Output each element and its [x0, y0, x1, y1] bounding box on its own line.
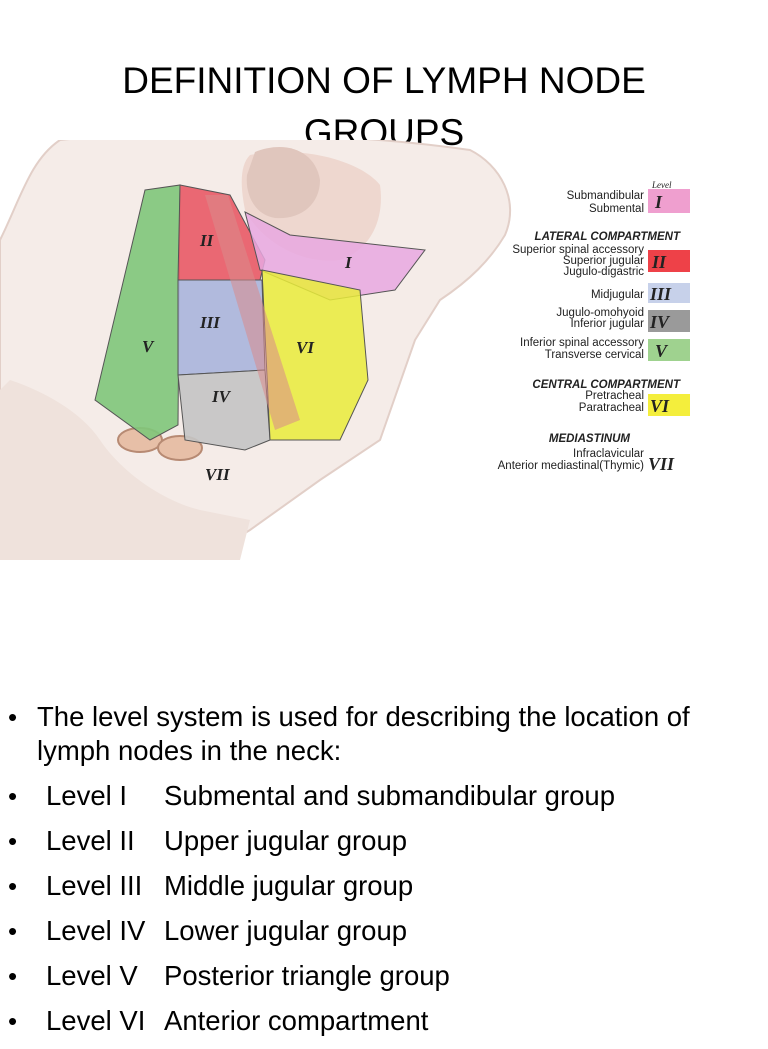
muscle-band: [205, 195, 300, 430]
level-ii-desc: Upper jugular group: [164, 825, 408, 856]
legend-swatch-i: [648, 189, 690, 213]
legend-heading-mediastinum: MEDIASTINUM: [549, 433, 631, 445]
legend-level-iv: IV: [649, 312, 671, 332]
bullet-level-vi: Level VI Anterior compartment: [8, 1004, 768, 1038]
region-label-iv: IV: [211, 387, 232, 406]
level-i-desc: Submental and submandibular group: [164, 780, 615, 811]
legend-iv-line2: Inferior jugular: [570, 318, 644, 330]
legend-vi-line1: Pretracheal: [585, 390, 644, 402]
ear-shape: [246, 147, 320, 219]
region-labels: II I III V VI IV VII: [142, 231, 353, 484]
level-v-desc: Posterior triangle group: [164, 960, 450, 991]
level-v-label: Level V: [46, 960, 138, 991]
bullet-level-iv: Level IV Lower jugular group: [8, 914, 768, 948]
legend-iii-line1: Midjugular: [591, 289, 644, 301]
region-label-ii: II: [199, 231, 215, 250]
legend-swatch-ii: [648, 250, 690, 272]
legend-swatch-vi: [648, 394, 690, 416]
title-line-1: DEFINITION OF LYMPH NODE: [122, 59, 646, 101]
legend: Level Submandibular Submental I LATERAL …: [498, 180, 690, 474]
legend-level-vi: VI: [650, 396, 670, 416]
level-vi-label: Level VI: [46, 1005, 146, 1036]
legend-vii-line1: Infraclavicular: [573, 448, 644, 460]
legend-level-iii: III: [649, 284, 672, 304]
region-label-v: V: [142, 337, 155, 356]
bullet-intro-text: The level system is used for describing …: [37, 701, 690, 766]
legend-swatch-iii: [648, 283, 690, 303]
legend-swatch-v: [648, 339, 690, 361]
clavicle-right: [157, 435, 203, 461]
legend-heading-lateral: LATERAL COMPARTMENT: [535, 231, 681, 243]
level-iii-desc: Middle jugular group: [164, 870, 414, 901]
legend-level-vii: VII: [648, 454, 675, 474]
region-label-vi: VI: [296, 338, 315, 357]
legend-heading-central: CENTRAL COMPARTMENT: [532, 379, 681, 391]
legend-i-line1: Submandibular: [567, 190, 645, 202]
region-label-i: I: [344, 253, 353, 272]
legend-v-line1: Inferior spinal accessory: [520, 337, 644, 349]
legend-header: Level: [651, 180, 672, 190]
level-ii-label: Level II: [46, 825, 135, 856]
level-i-label: Level I: [46, 780, 128, 811]
legend-i-line2: Submental: [589, 203, 644, 215]
region-iv: [177, 369, 271, 451]
legend-vi-line2: Paratracheal: [579, 402, 644, 414]
legend-level-v: V: [655, 341, 669, 361]
level-vi-desc: Anterior compartment: [164, 1005, 429, 1036]
legend-iv-line1: Jugulo-omohyoid: [556, 307, 644, 319]
bullet-level-iii: Level III Middle jugular group: [8, 869, 768, 903]
level-regions: [94, 184, 426, 451]
region-v: [94, 184, 181, 441]
shoulder: [0, 380, 250, 560]
level-iii-label: Level III: [46, 870, 143, 901]
bullet-list: The level system is used for describing …: [8, 700, 768, 1049]
bullet-level-v: Level V Posterior triangle group: [8, 959, 768, 993]
bullet-intro: The level system is used for describing …: [8, 700, 768, 768]
bullet-level-i: Level I Submental and submandibular group: [8, 779, 768, 813]
legend-ii-line2: Superior jugular: [563, 255, 644, 267]
slide-title: DEFINITION OF LYMPH NODE GROUPS: [0, 55, 768, 159]
neck-anatomy-figure: II I III V VI IV VII Level Submandibular…: [0, 140, 690, 560]
legend-ii-line1: Superior spinal accessory: [512, 244, 644, 256]
legend-vii-line2: Anterior mediastinal(Thymic): [498, 460, 645, 472]
legend-swatch-iv: [648, 310, 690, 332]
legend-level-i: I: [654, 192, 663, 212]
bullet-level-ii: Level II Upper jugular group: [8, 824, 768, 858]
legend-v-line2: Transverse cervical: [545, 349, 644, 361]
region-label-iii: III: [199, 313, 221, 332]
level-iv-label: Level IV: [46, 915, 146, 946]
level-iv-desc: Lower jugular group: [164, 915, 408, 946]
legend-level-ii: II: [651, 252, 667, 272]
legend-ii-line3: Jugulo-digastric: [563, 266, 644, 278]
region-label-vii: VII: [205, 465, 231, 484]
